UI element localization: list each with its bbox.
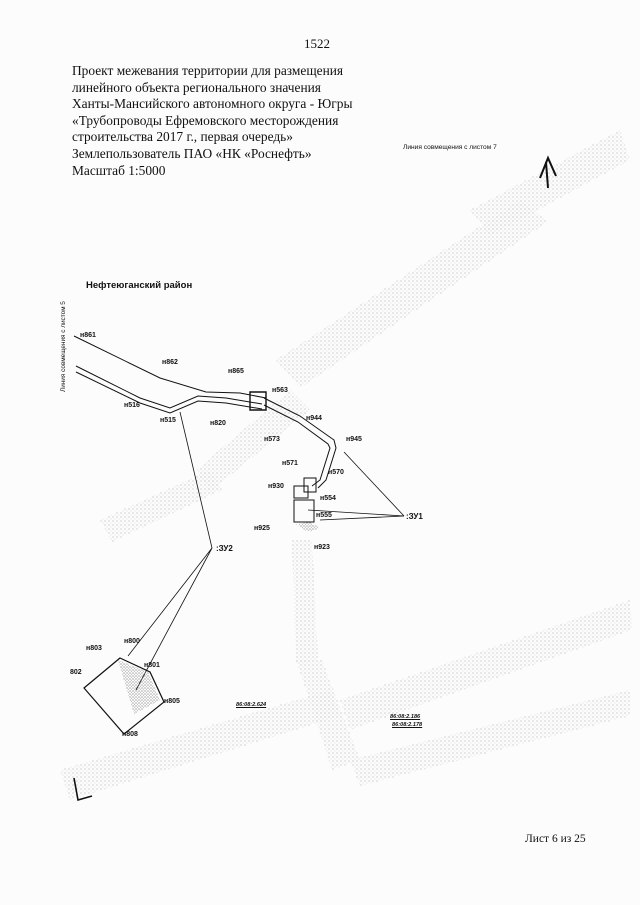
point-label: н554 — [320, 495, 336, 502]
node-block-930 — [293, 485, 309, 499]
point-label: н571 — [282, 460, 298, 467]
point-label: н820 — [210, 420, 226, 427]
zone-label-zu1: :ЗУ1 — [406, 512, 423, 521]
point-label: н808 — [122, 731, 138, 738]
parcel-label: 86:08:2.624 — [236, 702, 267, 708]
corridor-ne-upper — [470, 130, 630, 236]
corridor-sw — [60, 690, 340, 800]
corridor-east — [340, 600, 632, 730]
point-label: н573 — [264, 436, 280, 443]
point-label: н861 — [80, 332, 96, 339]
point-label: н862 — [162, 359, 178, 366]
node-block-563 — [249, 391, 267, 411]
title-line: строительства 2017 г., первая очередь» — [72, 129, 293, 145]
route-east-a — [263, 397, 337, 489]
title-line: Землепользователь ПАО «НК «Роснефть» — [72, 145, 312, 161]
parcel-label: 86:08:2.186 — [390, 714, 421, 720]
hatch-923 — [296, 522, 320, 532]
title-block: Проект межевания территории для размещен… — [72, 63, 372, 179]
point-label: н805 — [164, 698, 180, 705]
point-label: н800 — [124, 638, 140, 645]
route-east-b — [263, 404, 331, 487]
point-label: н516 — [124, 402, 140, 409]
point-label: н945 — [346, 436, 362, 443]
match-line-top-label: Линия совмещения с листом 7 — [403, 144, 497, 151]
district-label: Нефтеюганский район — [86, 280, 193, 291]
node-block-555 — [293, 499, 315, 523]
sheet-footer: Лист 6 из 25 — [525, 833, 586, 845]
point-label: н801 — [144, 662, 160, 669]
point-label: н930 — [268, 483, 284, 490]
corridor-mid — [196, 390, 310, 492]
road-corridors — [60, 130, 632, 800]
point-label: н865 — [228, 368, 244, 375]
corridor-lower — [350, 690, 630, 786]
zone-leaders — [127, 411, 405, 691]
title-line: «Трубопроводы Ефремовского месторождения — [72, 112, 339, 128]
arrow-sw-icon — [73, 777, 93, 802]
zone-label-zu2: :ЗУ2 — [216, 544, 233, 553]
title-line: линейного объекта регионального значения — [72, 79, 321, 95]
node-block-570 — [303, 477, 317, 493]
title-line: Масштаб 1:5000 — [72, 162, 166, 178]
page-number: 1522 — [304, 36, 330, 51]
parcel-polygon — [83, 657, 165, 735]
title-line: Ханты-Мансийского автономного округа - Ю… — [72, 96, 353, 112]
point-label: н923 — [314, 544, 330, 551]
point-label: н925 — [254, 525, 270, 532]
route-double-a — [75, 365, 263, 409]
point-label: н570 — [328, 469, 344, 476]
title-line: Проект межевания территории для размещен… — [72, 63, 344, 78]
point-label: н563 — [272, 387, 288, 394]
pipeline-route — [73, 335, 337, 532]
corridor-south — [292, 540, 318, 664]
corridor-w — [100, 470, 222, 542]
point-label: н944 — [306, 415, 322, 422]
route-double-b — [75, 371, 263, 414]
point-label: н555 — [316, 512, 332, 519]
parcel-label: 86:08:2.178 — [392, 722, 423, 728]
point-label: н515 — [160, 417, 176, 424]
corridor-ne — [276, 200, 548, 388]
point-label: н803 — [86, 645, 102, 652]
point-label: 802 — [70, 669, 82, 676]
point-labels: н861 н862 н865 н516 н515 н820 н563 н944 … — [70, 332, 362, 738]
route-outer — [73, 335, 267, 399]
north-arrow-icon — [539, 155, 557, 189]
